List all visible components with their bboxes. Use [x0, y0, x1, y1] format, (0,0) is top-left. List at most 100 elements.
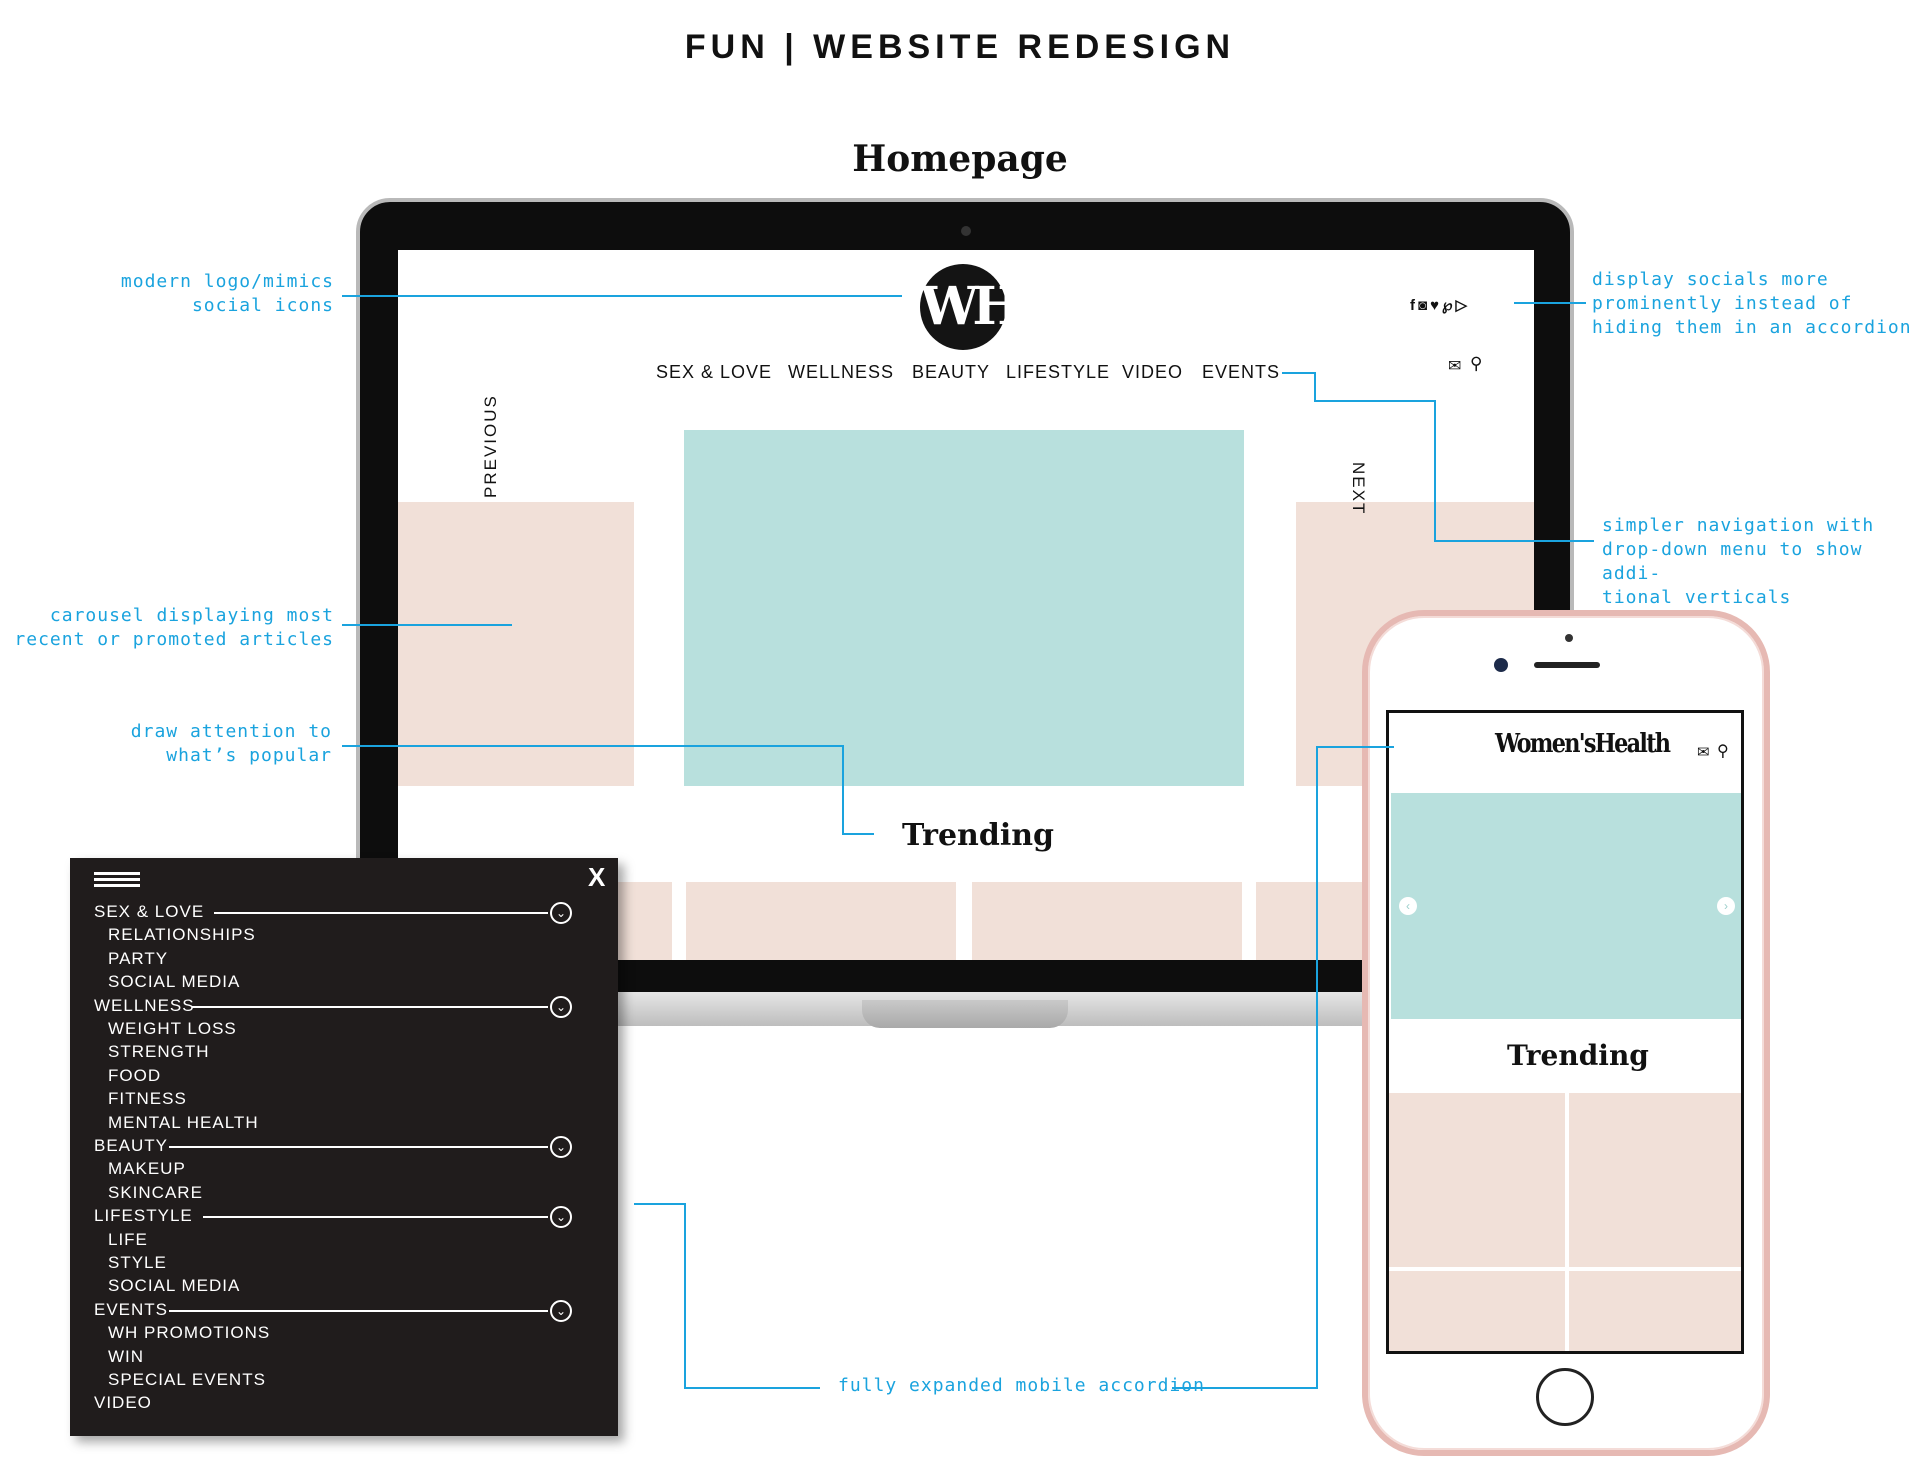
mail-icon[interactable]: ✉: [1448, 358, 1462, 375]
trending-card[interactable]: [972, 882, 1242, 960]
close-icon[interactable]: X: [588, 862, 606, 892]
menu-section-label[interactable]: WELLNESS: [94, 995, 195, 1015]
menu-subitem[interactable]: SOCIAL MEDIA: [108, 1276, 241, 1296]
menu-divider: [191, 1005, 548, 1008]
menu-subitem[interactable]: FITNESS: [108, 1089, 187, 1109]
leader-line: [842, 833, 874, 835]
trending-card[interactable]: [1569, 1093, 1741, 1267]
instagram-icon[interactable]: ◙: [1418, 297, 1431, 314]
menu-subitem[interactable]: MENTAL HEALTH: [108, 1112, 259, 1132]
annotation-line: modern logo/mimics: [120, 271, 334, 292]
nav-wellness[interactable]: WELLNESS: [788, 362, 895, 382]
trending-card[interactable]: [1389, 1093, 1565, 1267]
menu-section-label[interactable]: LIFESTYLE: [94, 1206, 193, 1226]
menu-subitem[interactable]: RELATIONSHIPS: [108, 925, 256, 945]
annotation-carousel: carousel displaying most recent or promo…: [0, 604, 334, 652]
leader-line: [684, 1203, 686, 1389]
chevron-down-icon[interactable]: ⌄: [550, 1299, 572, 1322]
leader-line: [1316, 746, 1394, 748]
annotation-line: carousel displaying most: [49, 605, 334, 626]
leader-line: [684, 1387, 820, 1389]
phone-hero-carousel[interactable]: [1391, 793, 1741, 1019]
leader-line: [1514, 302, 1586, 304]
leader-line: [342, 624, 512, 626]
menu-subitem[interactable]: STRENGTH: [108, 1042, 210, 1062]
menu-subitem[interactable]: SOCIAL MEDIA: [108, 972, 241, 992]
leader-line: [342, 295, 902, 297]
chevron-down-icon[interactable]: ⌄: [550, 1206, 572, 1229]
annotation-line: tional verticals: [1602, 587, 1792, 608]
leader-line: [1282, 372, 1316, 374]
pinterest-icon[interactable]: ℘: [1441, 297, 1456, 314]
page-title: FUN | WEBSITE REDESIGN: [684, 28, 1236, 66]
mail-icon[interactable]: ✉: [1697, 744, 1710, 761]
hamburger-menu-icon[interactable]: [94, 872, 140, 890]
menu-divider: [169, 1309, 548, 1312]
carousel-previous-card[interactable]: [398, 502, 634, 786]
trending-card[interactable]: [1569, 1271, 1741, 1351]
menu-subitem[interactable]: SKINCARE: [108, 1182, 203, 1202]
leader-line: [842, 745, 844, 835]
nav-sex-love[interactable]: SEX & LOVE: [656, 362, 773, 382]
menu-section-label[interactable]: SEX & LOVE: [94, 902, 205, 921]
trending-heading: Trending: [1507, 1039, 1649, 1072]
laptop-camera: [961, 226, 971, 236]
trending-card[interactable]: [686, 882, 956, 960]
menu-subitem[interactable]: PARTY: [108, 948, 169, 968]
womens-health-logo[interactable]: Women'sHealth: [1495, 729, 1671, 759]
leader-line: [1434, 540, 1594, 542]
menu-subitem[interactable]: FOOD: [108, 1065, 162, 1085]
chevron-down-icon[interactable]: ⌄: [550, 995, 572, 1018]
menu-divider: [214, 912, 548, 914]
chevron-down-icon[interactable]: ⌄: [550, 1136, 572, 1158]
leader-line: [1314, 400, 1436, 402]
carousel-prev-arrow-icon[interactable]: ‹: [1399, 897, 1417, 915]
menu-subitem[interactable]: LIFE: [108, 1229, 148, 1249]
leader-line: [1434, 400, 1436, 542]
menu-section-label[interactable]: EVENTS: [94, 1299, 169, 1319]
annotation-line: social icons: [191, 295, 334, 316]
search-icon[interactable]: ⚲: [1470, 354, 1483, 373]
annotation-line: display socials more: [1592, 269, 1829, 290]
search-icon[interactable]: ⚲: [1717, 743, 1729, 760]
nav-beauty[interactable]: BEAUTY: [912, 362, 991, 382]
leader-line: [1314, 372, 1316, 402]
carousel-main-card[interactable]: [684, 430, 1244, 786]
chevron-down-icon[interactable]: ⌄: [550, 902, 572, 924]
carousel-next-arrow-icon[interactable]: ›: [1717, 897, 1735, 915]
play-icon[interactable]: ▷: [1455, 297, 1470, 314]
menu-item-video[interactable]: VIDEO: [94, 1393, 152, 1413]
laptop-notch: [862, 1000, 1068, 1028]
wh-logo[interactable]: WH: [920, 264, 1022, 350]
next-label[interactable]: NEXT: [1349, 462, 1368, 516]
nav-lifestyle[interactable]: LIFESTYLE: [1006, 362, 1111, 382]
annotation-line: simpler navigation with: [1602, 515, 1875, 536]
menu-subitem[interactable]: STYLE: [108, 1253, 167, 1272]
hamburger-menu-icon[interactable]: [1407, 743, 1453, 761]
phone-home-button[interactable]: [1536, 1368, 1594, 1426]
twitter-icon[interactable]: ♥: [1430, 297, 1442, 314]
menu-subitem[interactable]: WEIGHT LOSS: [108, 1019, 237, 1038]
menu-subitem[interactable]: SPECIAL EVENTS: [108, 1370, 266, 1389]
phone-speaker: [1534, 662, 1600, 668]
menu-divider: [169, 1146, 548, 1148]
leader-line: [1172, 1387, 1318, 1389]
nav-video[interactable]: VIDEO: [1122, 362, 1184, 382]
leader-line: [1316, 746, 1318, 1389]
annotation-socials: display socials more prominently instead…: [1592, 268, 1912, 340]
previous-label[interactable]: PREVIOUS: [481, 394, 500, 498]
menu-subitem[interactable]: WH PROMOTIONS: [108, 1323, 271, 1343]
phone-screen: Women'sHealth ✉ ⚲ ‹ › Trending: [1386, 710, 1744, 1354]
menu-section-label[interactable]: BEAUTY: [94, 1136, 169, 1155]
annotation-line: drop-down menu to show addi-: [1602, 539, 1863, 584]
trending-card[interactable]: [1389, 1271, 1565, 1351]
annotation-trending: draw attention to what’s popular: [0, 720, 332, 768]
menu-subitem[interactable]: WIN: [108, 1346, 145, 1366]
facebook-icon[interactable]: f: [1410, 297, 1418, 314]
annotation-navigation: simpler navigation with drop-down menu t…: [1602, 514, 1920, 610]
trending-heading: Trending: [902, 818, 1055, 853]
menu-subitem[interactable]: MAKEUP: [108, 1159, 186, 1179]
nav-events[interactable]: EVENTS: [1202, 362, 1281, 382]
section-title: Homepage: [852, 138, 1068, 180]
annotation-line: prominently instead of: [1592, 293, 1853, 314]
